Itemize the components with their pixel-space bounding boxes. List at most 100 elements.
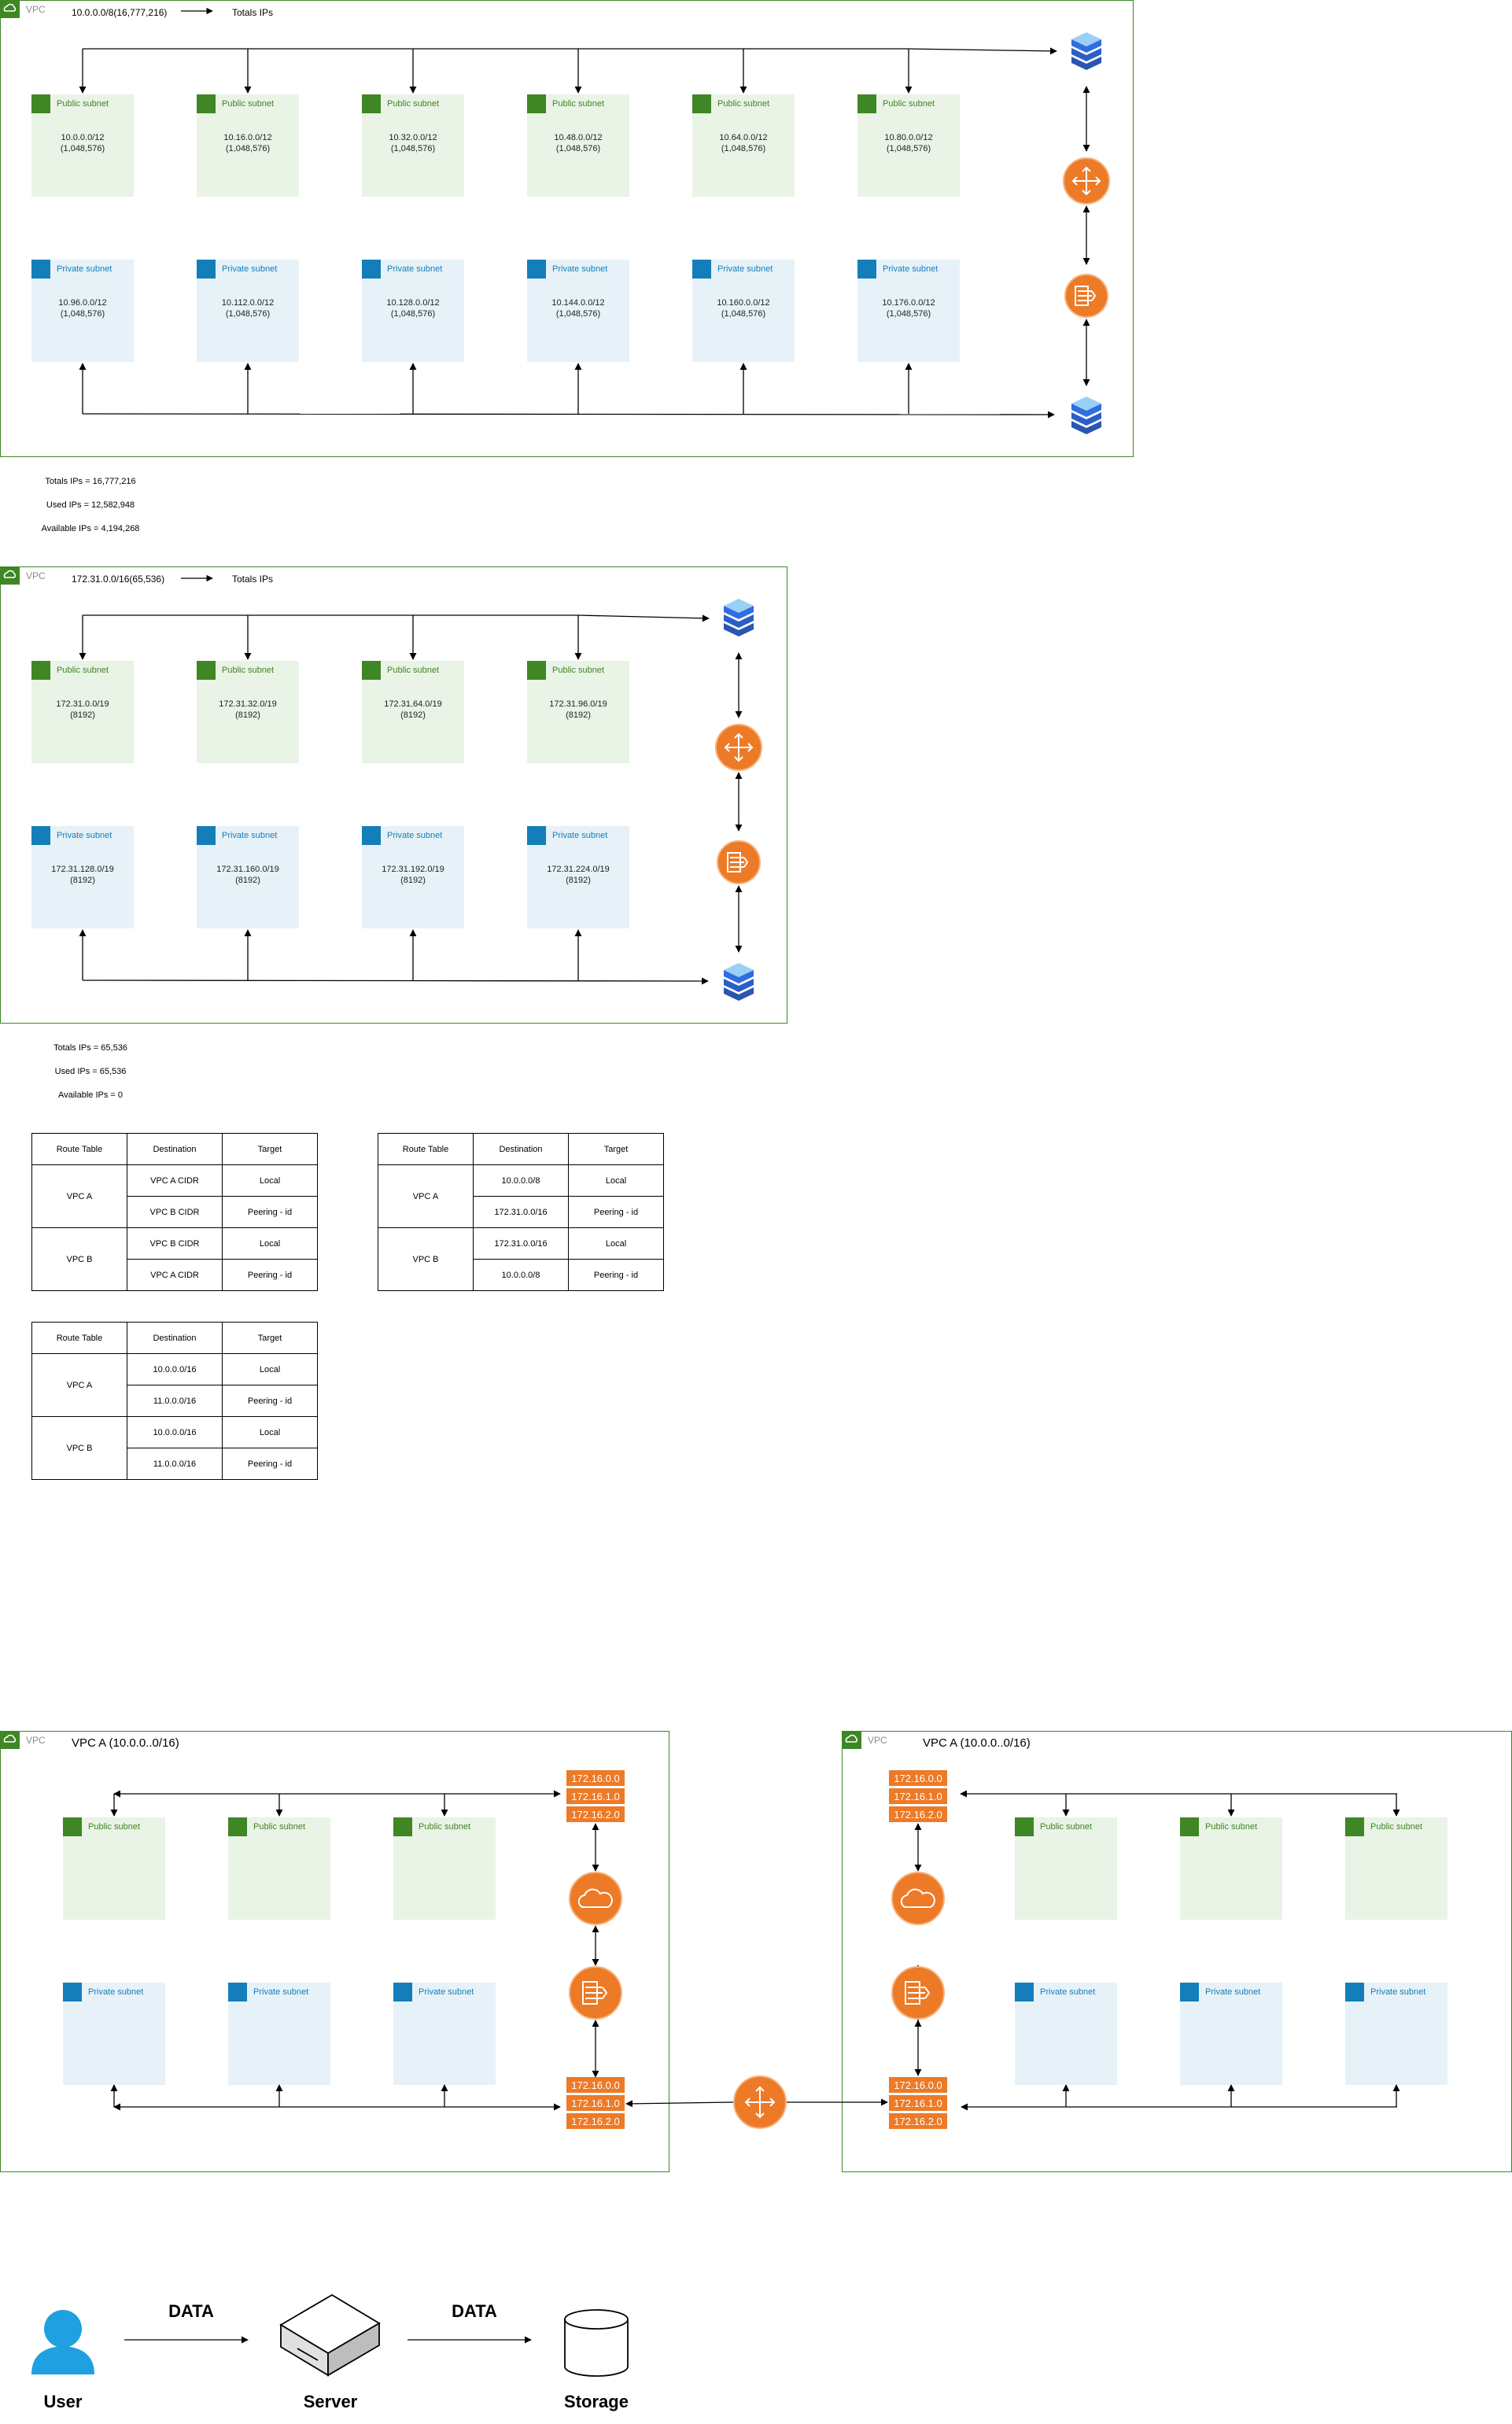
cidr-size: (1,048,576) (390, 144, 436, 153)
subnet-label: Public subnet (1040, 1822, 1093, 1832)
route-entry: 172.16.2.0 (894, 2116, 942, 2127)
used-ips-note: Used IPs = 65,536 (54, 1067, 127, 1076)
cidr-value: 10.48.0.0/12 (554, 133, 603, 142)
vpc-label: VPC (868, 1735, 887, 1746)
vpc-cidr: 10.0.0.0/8(16,777,216) (72, 7, 168, 18)
vpc-cloud-icon (3, 1734, 17, 1743)
subnet-label: Public subnet (88, 1822, 141, 1832)
lock-icon (1180, 1983, 1199, 2002)
cidr-size: (1,048,576) (886, 309, 931, 319)
cidr-size: (1,048,576) (721, 309, 766, 319)
public-subnet: Public subnet (393, 1817, 496, 1920)
cidr-value: 10.64.0.0/12 (719, 133, 768, 142)
subnet-cidr: 172.31.32.0/19(8192) (197, 699, 299, 721)
route-table-name: VPC A (31, 1353, 127, 1417)
route-entry: 172.16.1.0 (571, 1791, 619, 1802)
lock-icon (1015, 1817, 1034, 1836)
route-destination: 11.0.0.0/16 (127, 1448, 223, 1480)
route-destination: VPC B CIDR (127, 1196, 223, 1228)
cidr-size: (8192) (566, 710, 591, 720)
public-subnet: Public subnet (63, 1817, 165, 1920)
vpc-title: VPC A (10.0.0..0/16) (72, 1736, 179, 1750)
route-table-icon: 172.16.0.0 172.16.1.0 172.16.2.0 (566, 2077, 625, 2129)
available-ips-note: Available IPs = 0 (57, 1090, 124, 1100)
vpc-cloud-icon (845, 1734, 858, 1743)
public-subnet: Public subnet (228, 1817, 330, 1920)
nat-gateway-icon (717, 840, 761, 884)
private-subnet: Private subnet (1015, 1983, 1117, 2085)
route-destination: 172.31.0.0/16 (473, 1227, 569, 1260)
cidr-size: (8192) (235, 876, 260, 885)
cidr-value: 172.31.192.0/19 (382, 865, 444, 874)
internet-gateway-icon (891, 1872, 945, 1925)
subnet-cidr: 10.160.0.0/12(1,048,576) (692, 297, 795, 319)
header-target: Target (222, 1133, 318, 1165)
lock-icon (857, 260, 876, 279)
database-icon (1071, 32, 1101, 70)
nat-gateway-icon (891, 1966, 945, 2020)
subnet-label: Public subnet (387, 666, 440, 675)
lock-icon (1180, 1817, 1199, 1836)
cidr-value: 10.144.0.0/12 (551, 298, 605, 308)
lock-icon (393, 1817, 412, 1836)
subnet-label: Private subnet (1370, 1987, 1426, 1997)
router-icon (733, 2075, 787, 2129)
cidr-value: 10.160.0.0/12 (717, 298, 770, 308)
route-destination: 172.31.0.0/16 (473, 1196, 569, 1228)
public-subnet: Public subnet 172.31.32.0/19(8192) (197, 661, 299, 763)
cidr-value: 10.176.0.0/12 (882, 298, 935, 308)
route-table-icon: 172.16.0.0 172.16.1.0 172.16.2.0 (889, 1770, 947, 1822)
route-destination: VPC A CIDR (127, 1259, 223, 1291)
vpc-cloud-icon (3, 570, 17, 578)
cidr-size: (8192) (235, 710, 260, 720)
router-icon (1063, 157, 1110, 205)
totals-ips-label: Totals IPs (232, 574, 274, 585)
vpc-container-2: VPC 172.31.0.0/16(65,536) Totals IPs (0, 566, 787, 1024)
subnet-label: Public subnet (222, 666, 275, 675)
route-target: Local (222, 1227, 318, 1260)
subnet-cidr: 10.128.0.0/12(1,048,576) (362, 297, 464, 319)
subnet-cidr: 10.96.0.0/12(1,048,576) (31, 297, 134, 319)
cidr-value: 10.0.0.0/12 (61, 133, 105, 142)
cidr-value: 172.31.128.0/19 (51, 865, 114, 874)
route-destination: 10.0.0.0/16 (127, 1353, 223, 1385)
route-entry: 172.16.2.0 (571, 1809, 619, 1821)
subnet-cidr: 172.31.64.0/19(8192) (362, 699, 464, 721)
lock-icon (197, 826, 216, 845)
cidr-size: (1,048,576) (721, 144, 766, 153)
vpc-label: VPC (26, 4, 46, 15)
cidr-value: 10.112.0.0/12 (221, 298, 275, 308)
subnet-cidr: 172.31.192.0/19(8192) (362, 864, 464, 886)
cidr-size: (8192) (566, 876, 591, 885)
header-destination: Destination (127, 1322, 223, 1354)
route-table-icon: 172.16.0.0 172.16.1.0 172.16.2.0 (566, 1770, 625, 1822)
private-subnet: Private subnet (63, 1983, 165, 2085)
route-table-icon: 172.16.0.0 172.16.1.0 172.16.2.0 (889, 2077, 947, 2129)
subnet-cidr: 10.80.0.0/12(1,048,576) (857, 132, 960, 154)
lock-icon (527, 826, 546, 845)
lock-icon (527, 260, 546, 279)
cidr-size: (1,048,576) (555, 309, 601, 319)
cidr-value: 172.31.32.0/19 (219, 699, 277, 709)
route-entry: 172.16.0.0 (894, 2079, 942, 2091)
route-destination: 10.0.0.0/8 (473, 1259, 569, 1291)
totals-ips-note: Totals IPs = 65,536 (53, 1043, 127, 1053)
route-destination: VPC A CIDR (127, 1164, 223, 1197)
lock-icon (692, 94, 711, 113)
subnet-label: Public subnet (419, 1822, 471, 1832)
subnet-cidr: 172.31.96.0/19(8192) (527, 699, 629, 721)
subnet-label: Public subnet (552, 99, 605, 109)
subnet-cidr: 172.31.160.0/19(8192) (197, 864, 299, 886)
cidr-value: 172.31.64.0/19 (384, 699, 442, 709)
vpc-cloud-icon (1, 1, 20, 18)
route-entry: 172.16.0.0 (571, 1773, 619, 1784)
